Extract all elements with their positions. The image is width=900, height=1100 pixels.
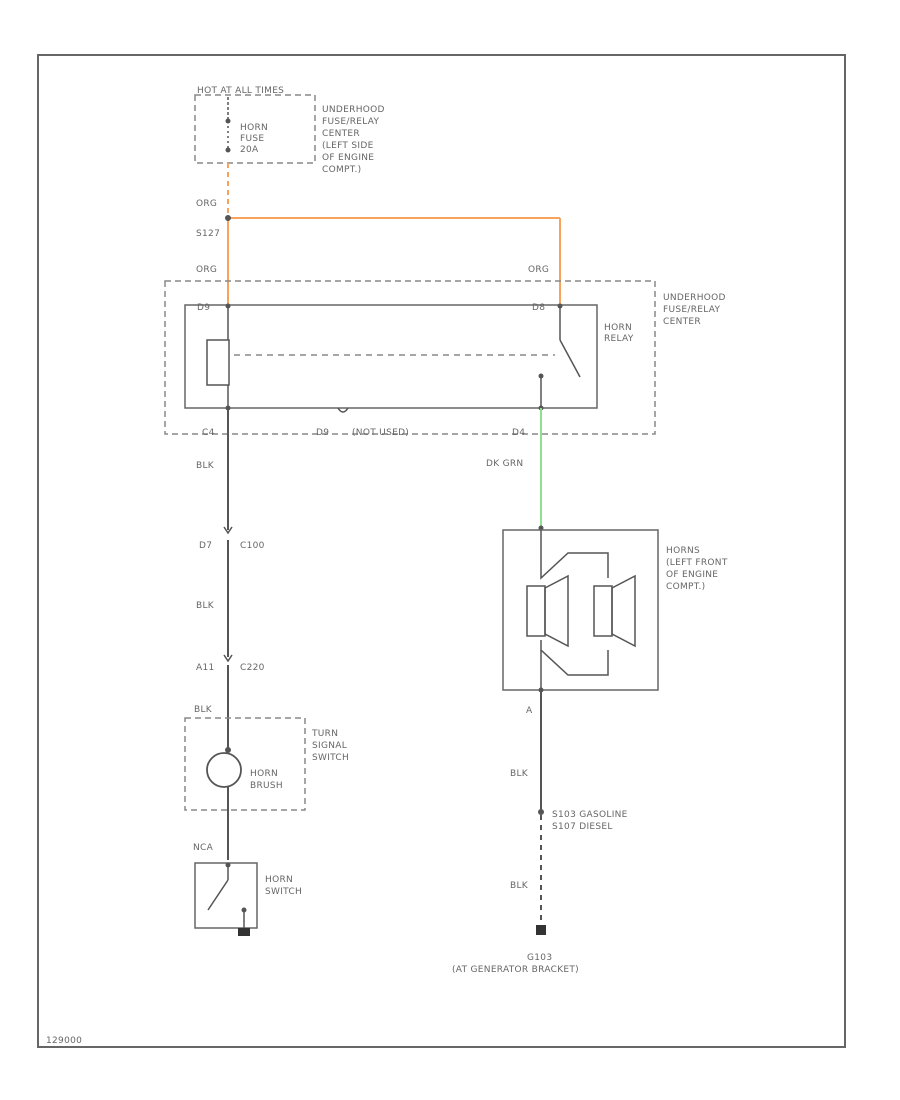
relay-pin-d4: D4 bbox=[512, 428, 525, 438]
relay-pin-d9-notch bbox=[337, 407, 349, 413]
ground-splice-dot bbox=[538, 809, 544, 815]
org-label-left: ORG bbox=[196, 265, 217, 275]
relay-coil-icon bbox=[206, 339, 230, 386]
ground-g103-icon bbox=[536, 925, 546, 935]
connector-c220-icon bbox=[223, 654, 233, 663]
fuse-location-3: CENTER bbox=[322, 129, 360, 139]
fuse-location-1: UNDERHOOD bbox=[322, 105, 385, 115]
horn-relay-label-1: HORN bbox=[604, 323, 632, 333]
relay-center-outline bbox=[164, 280, 656, 435]
ground-g103-label: G103 bbox=[527, 953, 552, 963]
splice-s127-label: S127 bbox=[196, 229, 220, 239]
horns-box bbox=[502, 529, 659, 691]
turn-signal-label-2: SIGNAL bbox=[312, 741, 347, 751]
horn-brush-top-dot bbox=[225, 747, 231, 753]
fuse-location-6: COMPT.) bbox=[322, 165, 361, 175]
horns-internal-return bbox=[540, 640, 609, 676]
horns-label-1: HORNS bbox=[666, 546, 700, 556]
ground-splice-label-1: S103 GASOLINE bbox=[552, 810, 628, 820]
fuse-location-5: OF ENGINE bbox=[322, 153, 374, 163]
diagram-id: 129000 bbox=[46, 1036, 82, 1046]
blk-label-2: BLK bbox=[196, 601, 215, 611]
relay-not-used: (NOT USED) bbox=[352, 428, 409, 438]
horn-1-icon bbox=[544, 574, 569, 648]
horns-circuit: DK GRN HORNS (LEFT FRONT OF ENGINE COMPT… bbox=[452, 408, 728, 975]
horns-internal-feed bbox=[540, 530, 609, 580]
relay-switch-icon bbox=[559, 339, 581, 378]
horn-1-body bbox=[526, 585, 546, 637]
fuse-location-4: (LEFT SIDE bbox=[322, 141, 374, 151]
splice-s127-dot bbox=[225, 215, 231, 221]
horn-relay-block: D9 D8 HORN RELAY UNDERHOOD FUSE/RELAY CE… bbox=[164, 280, 726, 438]
c220-connector-label: C220 bbox=[240, 663, 265, 673]
connector-c100-icon bbox=[223, 526, 233, 535]
c220-pin-label: A11 bbox=[196, 663, 215, 673]
fuse-location-2: FUSE/RELAY bbox=[322, 117, 380, 127]
fuse-label-line-1: HORN bbox=[240, 123, 268, 133]
horn-brush-label-1: HORN bbox=[250, 769, 278, 779]
blk-label-4: BLK bbox=[510, 769, 529, 779]
horns-pin-label: A bbox=[526, 706, 533, 716]
hot-at-all-times-label: HOT AT ALL TIMES bbox=[197, 86, 284, 96]
horns-label-2: (LEFT FRONT bbox=[666, 558, 728, 568]
horn-switch-box bbox=[194, 862, 258, 929]
horn-2-body bbox=[593, 585, 613, 637]
blk-label-3: BLK bbox=[194, 705, 213, 715]
relay-center-label-3: CENTER bbox=[663, 317, 701, 327]
relay-pin-c4: C4 bbox=[202, 428, 215, 438]
horn-brush-icon bbox=[206, 752, 242, 788]
turn-signal-label-1: TURN bbox=[311, 729, 338, 739]
horn-switch-label-2: SWITCH bbox=[265, 887, 302, 897]
c100-connector-label: C100 bbox=[240, 541, 265, 551]
horn-relay-label-2: RELAY bbox=[604, 334, 634, 344]
relay-pin-d8-top: D8 bbox=[532, 303, 545, 313]
horn-switch-contact-icon bbox=[207, 879, 229, 911]
horn-fuse-block: HOT AT ALL TIMES HORN FUSE 20A UNDERHOOD… bbox=[194, 86, 385, 175]
fuse-label-line-3: 20A bbox=[240, 145, 259, 155]
relay-pin-d9-bottom: D9 bbox=[316, 428, 329, 438]
nca-label: NCA bbox=[193, 843, 214, 853]
blk-label-1: BLK bbox=[196, 461, 215, 471]
horns-label-4: COMPT.) bbox=[666, 582, 705, 592]
horns-label-3: OF ENGINE bbox=[666, 570, 718, 580]
ground-splice-label-2: S107 DIESEL bbox=[552, 822, 613, 832]
diagram-frame bbox=[37, 54, 846, 1048]
turn-signal-switch-outline bbox=[184, 717, 306, 811]
c100-pin-label: D7 bbox=[199, 541, 212, 551]
horn-switch-circuit: BLK D7 C100 BLK A11 C220 BLK TURN SIGNAL… bbox=[184, 408, 349, 936]
relay-pin-d9-top: D9 bbox=[197, 303, 210, 313]
horn-relay-box bbox=[184, 304, 598, 409]
org-label-top: ORG bbox=[196, 199, 217, 209]
dk-grn-label: DK GRN bbox=[486, 459, 523, 469]
fuse-terminal-bottom bbox=[225, 147, 231, 153]
horn-switch-label-1: HORN bbox=[265, 875, 293, 885]
ground-location-label: (AT GENERATOR BRACKET) bbox=[452, 965, 579, 975]
blk-label-5: BLK bbox=[510, 881, 529, 891]
org-label-right: ORG bbox=[528, 265, 549, 275]
fuse-block-outline bbox=[194, 94, 316, 164]
relay-center-label-1: UNDERHOOD bbox=[663, 293, 726, 303]
relay-center-label-2: FUSE/RELAY bbox=[663, 305, 721, 315]
horn-brush-label-2: BRUSH bbox=[250, 781, 283, 791]
fuse-label-line-2: FUSE bbox=[240, 134, 264, 144]
horn-2-icon bbox=[611, 574, 636, 648]
orange-feed-wires: ORG S127 ORG ORG bbox=[196, 163, 561, 306]
turn-signal-label-3: SWITCH bbox=[312, 753, 349, 763]
horn-switch-ground-icon bbox=[238, 928, 250, 936]
